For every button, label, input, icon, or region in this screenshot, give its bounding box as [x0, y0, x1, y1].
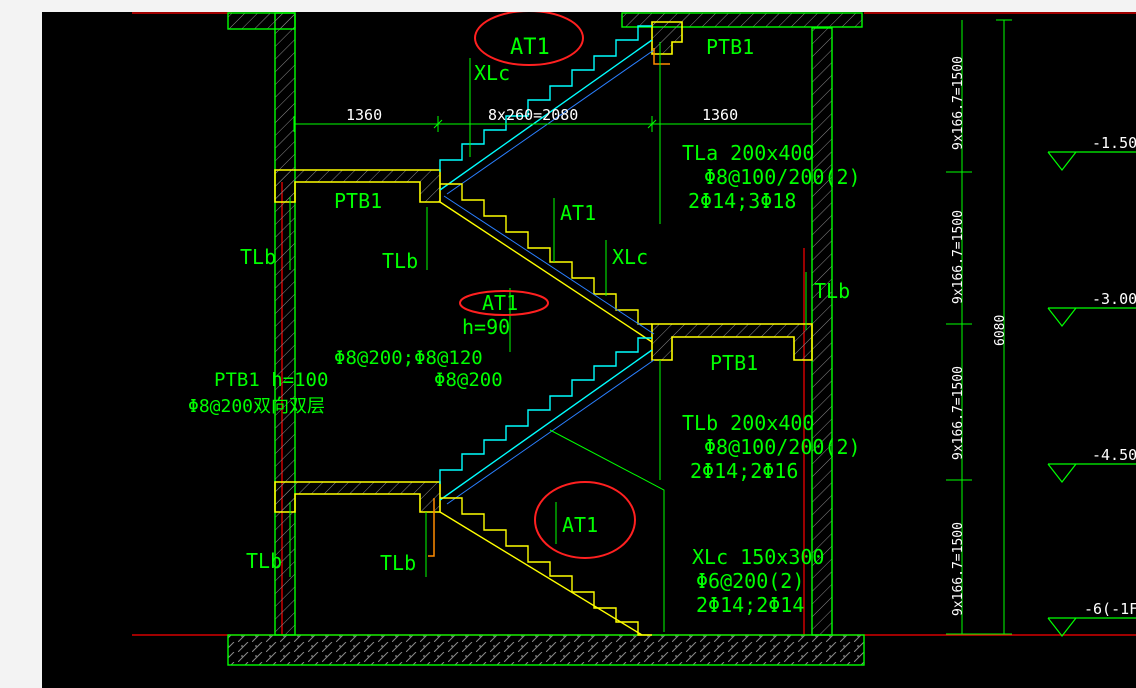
dim-total-height: 6080: [993, 315, 1008, 346]
flight-4-soffit: [439, 511, 643, 636]
flight-3-soffit-2: [446, 359, 655, 505]
flight-4-steps: [440, 497, 652, 636]
landing-right-middle: [651, 323, 813, 361]
highlight-at1-bottom: [534, 481, 636, 559]
cover-marks: [428, 48, 670, 557]
top-slab-left: [227, 12, 296, 30]
note-xlc-line2: Φ6@200(2): [696, 569, 804, 593]
label-tlb-left-lower: TLb: [246, 549, 282, 573]
elevation-1: -1.50: [1092, 134, 1136, 152]
dim-riser-1: 9x166.7=1500: [951, 56, 966, 150]
flight-2-soffit-2: [443, 195, 655, 335]
flight-1-steps: [439, 25, 652, 172]
note-tlb-line2: Φ8@100/200(2): [704, 435, 861, 459]
highlight-at1-mid: [459, 290, 549, 316]
landing-left-lower: [274, 481, 441, 513]
note-tla-line1: TLa 200x400: [682, 141, 814, 165]
note-tlb-line1: TLb 200x400: [682, 411, 814, 435]
label-ptb1-top: PTB1: [706, 35, 754, 59]
walls: [227, 12, 865, 666]
horizontal-dimension: [293, 116, 813, 132]
note-xlc-line3: 2Φ14;2Φ14: [696, 593, 804, 617]
dim-riser-4: 9x166.7=1500: [951, 522, 966, 616]
elevation-3: -4.50: [1092, 446, 1136, 464]
elevation-symbols: [1047, 151, 1136, 637]
label-at1-bottom: AT1: [562, 513, 598, 537]
highlight-ellipses: [459, 12, 636, 559]
left-wall: [274, 12, 296, 636]
label-tlb-right: TLb: [814, 279, 850, 303]
elevation-2: -3.00: [1092, 290, 1136, 308]
note-tla-line3: 2Φ14;3Φ18: [688, 189, 796, 213]
label-tlb-center-upper: TLb: [382, 249, 418, 273]
label-xlc-top: XLc: [474, 61, 510, 85]
flight-1-soffit: [439, 39, 653, 191]
label-tlb-left-upper: TLb: [240, 245, 276, 269]
flight-1-soffit-2: [446, 49, 655, 195]
right-wall: [811, 27, 833, 636]
cad-viewport[interactable]: AT1 XLc PTB1 PTB1 AT1 XLc TLb TLb TLb AT…: [42, 12, 1136, 688]
labels: AT1 XLc PTB1 PTB1 AT1 XLc TLb TLb TLb AT…: [188, 35, 861, 617]
label-at1-mid-right: AT1: [560, 201, 596, 225]
dim-flight: 8x260=2080: [488, 106, 578, 124]
landing-left-upper: [274, 169, 441, 203]
stair-section-drawing: AT1 XLc PTB1 PTB1 AT1 XLc TLb TLb TLb AT…: [132, 12, 1136, 666]
label-xlc-mid: XLc: [612, 245, 648, 269]
landing-right-top: [651, 21, 683, 55]
flight-2-steps: [440, 183, 652, 325]
flight-3-soffit: [439, 349, 653, 501]
highlight-at1-top: [474, 12, 584, 66]
leader-lines: [289, 42, 807, 632]
label-tlb-center-lower: TLb: [380, 551, 416, 575]
note-tla-line2: Φ8@100/200(2): [704, 165, 861, 189]
flight-2-soffit: [439, 201, 653, 343]
flight-3-steps: [439, 337, 652, 484]
elevation-4: -6(-1F: [1084, 600, 1136, 618]
label-ptb1-rebar: Φ8@200双向双层: [188, 396, 325, 417]
label-h90: h=90: [462, 315, 510, 339]
label-ptb1-left: PTB1: [334, 189, 382, 213]
dim-riser-3: 9x166.7=1500: [951, 366, 966, 460]
label-ptb1-right-lower: PTB1: [710, 351, 758, 375]
label-at1-top: AT1: [510, 35, 550, 60]
dim-riser-2: 9x166.7=1500: [951, 210, 966, 304]
stair-flights: [439, 25, 655, 636]
foundation-slab: [227, 634, 865, 666]
vertical-dimension: [946, 19, 1012, 635]
label-at1-mid: AT1: [482, 291, 518, 315]
dim-right-landing: 1360: [702, 106, 738, 124]
label-rebar-phi8-200-120: Φ8@200;Φ8@120: [334, 347, 483, 369]
dim-left-landing: 1360: [346, 106, 382, 124]
landings: [274, 21, 813, 513]
label-rebar-phi8-200: Φ8@200: [434, 369, 503, 391]
dimension-labels: 1360 8x260=2080 1360 9x166.7=1500 9x166.…: [346, 56, 1136, 618]
note-xlc-line1: XLc 150x300: [692, 545, 824, 569]
label-ptb1-h100: PTB1 h=100: [214, 369, 328, 391]
note-tlb-line3: 2Φ14;2Φ16: [690, 459, 798, 483]
